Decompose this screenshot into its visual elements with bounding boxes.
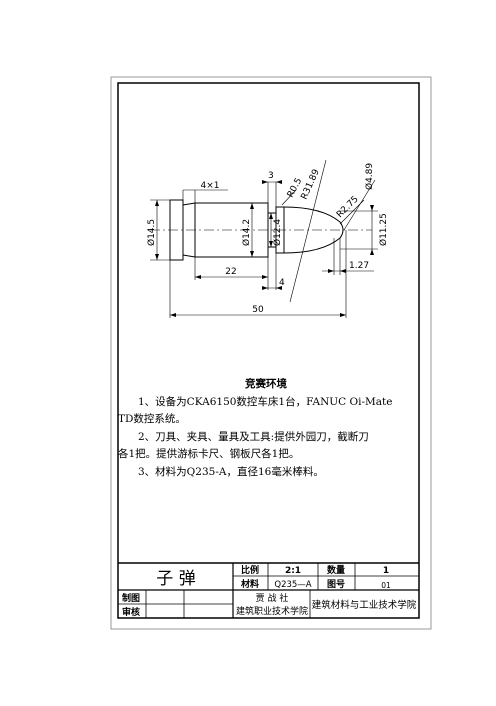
part-name: 子 弹: [156, 569, 195, 589]
item-2-line-2: 各1把。提供游标卡尺、钢板尺各1把。: [118, 448, 300, 460]
department-name: 建筑职业技术学院: [236, 605, 308, 617]
dim-r-ogive: R31.89: [300, 168, 322, 202]
dim-neck-dia: Ø12.4: [272, 219, 283, 246]
drawn-by-label: 制图: [122, 592, 140, 604]
dim-collar-dia: Ø14.5: [146, 219, 157, 246]
scale-value: 2:1: [285, 566, 301, 576]
item-2-line-1: 2、刀具、夹具、量具及工具:提供外园刀，截断刀: [138, 430, 369, 443]
title-block-text: 子 弹 比例 2:1 数量 1 材料 Q235—A 图号 01 制图 审核 贾 …: [122, 564, 417, 618]
item-1-line-2: TD数控系统。: [118, 413, 186, 425]
section-title: 竞赛环境: [245, 378, 287, 390]
dim-tip-offset: 1.27: [349, 261, 369, 271]
part-view: [150, 199, 372, 261]
dim-chamfer: 4×1: [201, 181, 220, 191]
dim-total-length: 50: [252, 305, 264, 315]
material-label: 材料: [240, 578, 259, 590]
scale-label: 比例: [241, 564, 259, 576]
title-block: [118, 562, 419, 618]
dim-shank-length: 22: [225, 267, 236, 277]
school-name: 建筑材料与工业技术学院: [312, 599, 417, 611]
dim-tip-dia: Ø11.25: [378, 213, 389, 246]
designer-name: 贾 战 社: [256, 592, 289, 604]
quantity-value: 1: [383, 566, 389, 576]
drawing-number-label: 图号: [327, 579, 345, 590]
quantity-label: 数量: [327, 564, 345, 576]
collar-body: [169, 199, 184, 261]
dim-step-length: 4: [279, 278, 285, 288]
dim-sphere-dia: Ø4.89: [364, 163, 375, 190]
arrowheads: [155, 180, 374, 317]
drawing-frame: [117, 82, 420, 619]
drawing-number-value: 01: [381, 581, 391, 590]
item-3: 3、材料为Q235-A，直径16毫米棒料。: [138, 465, 324, 478]
dim-shank-dia: Ø14.2: [241, 219, 252, 246]
checked-by-label: 审核: [122, 606, 140, 618]
material-value: Q235—A: [274, 580, 311, 590]
item-1-line-1: 1、设备为CKA6150数控车床1台，FANUC Oi-Mate: [138, 395, 393, 408]
requirements-text: 竞赛环境 1、设备为CKA6150数控车床1台，FANUC Oi-Mate TD…: [118, 376, 408, 481]
dimension-lines: [150, 159, 378, 318]
dim-neck-length: 3: [268, 171, 274, 181]
sheet-border: [110, 76, 432, 630]
